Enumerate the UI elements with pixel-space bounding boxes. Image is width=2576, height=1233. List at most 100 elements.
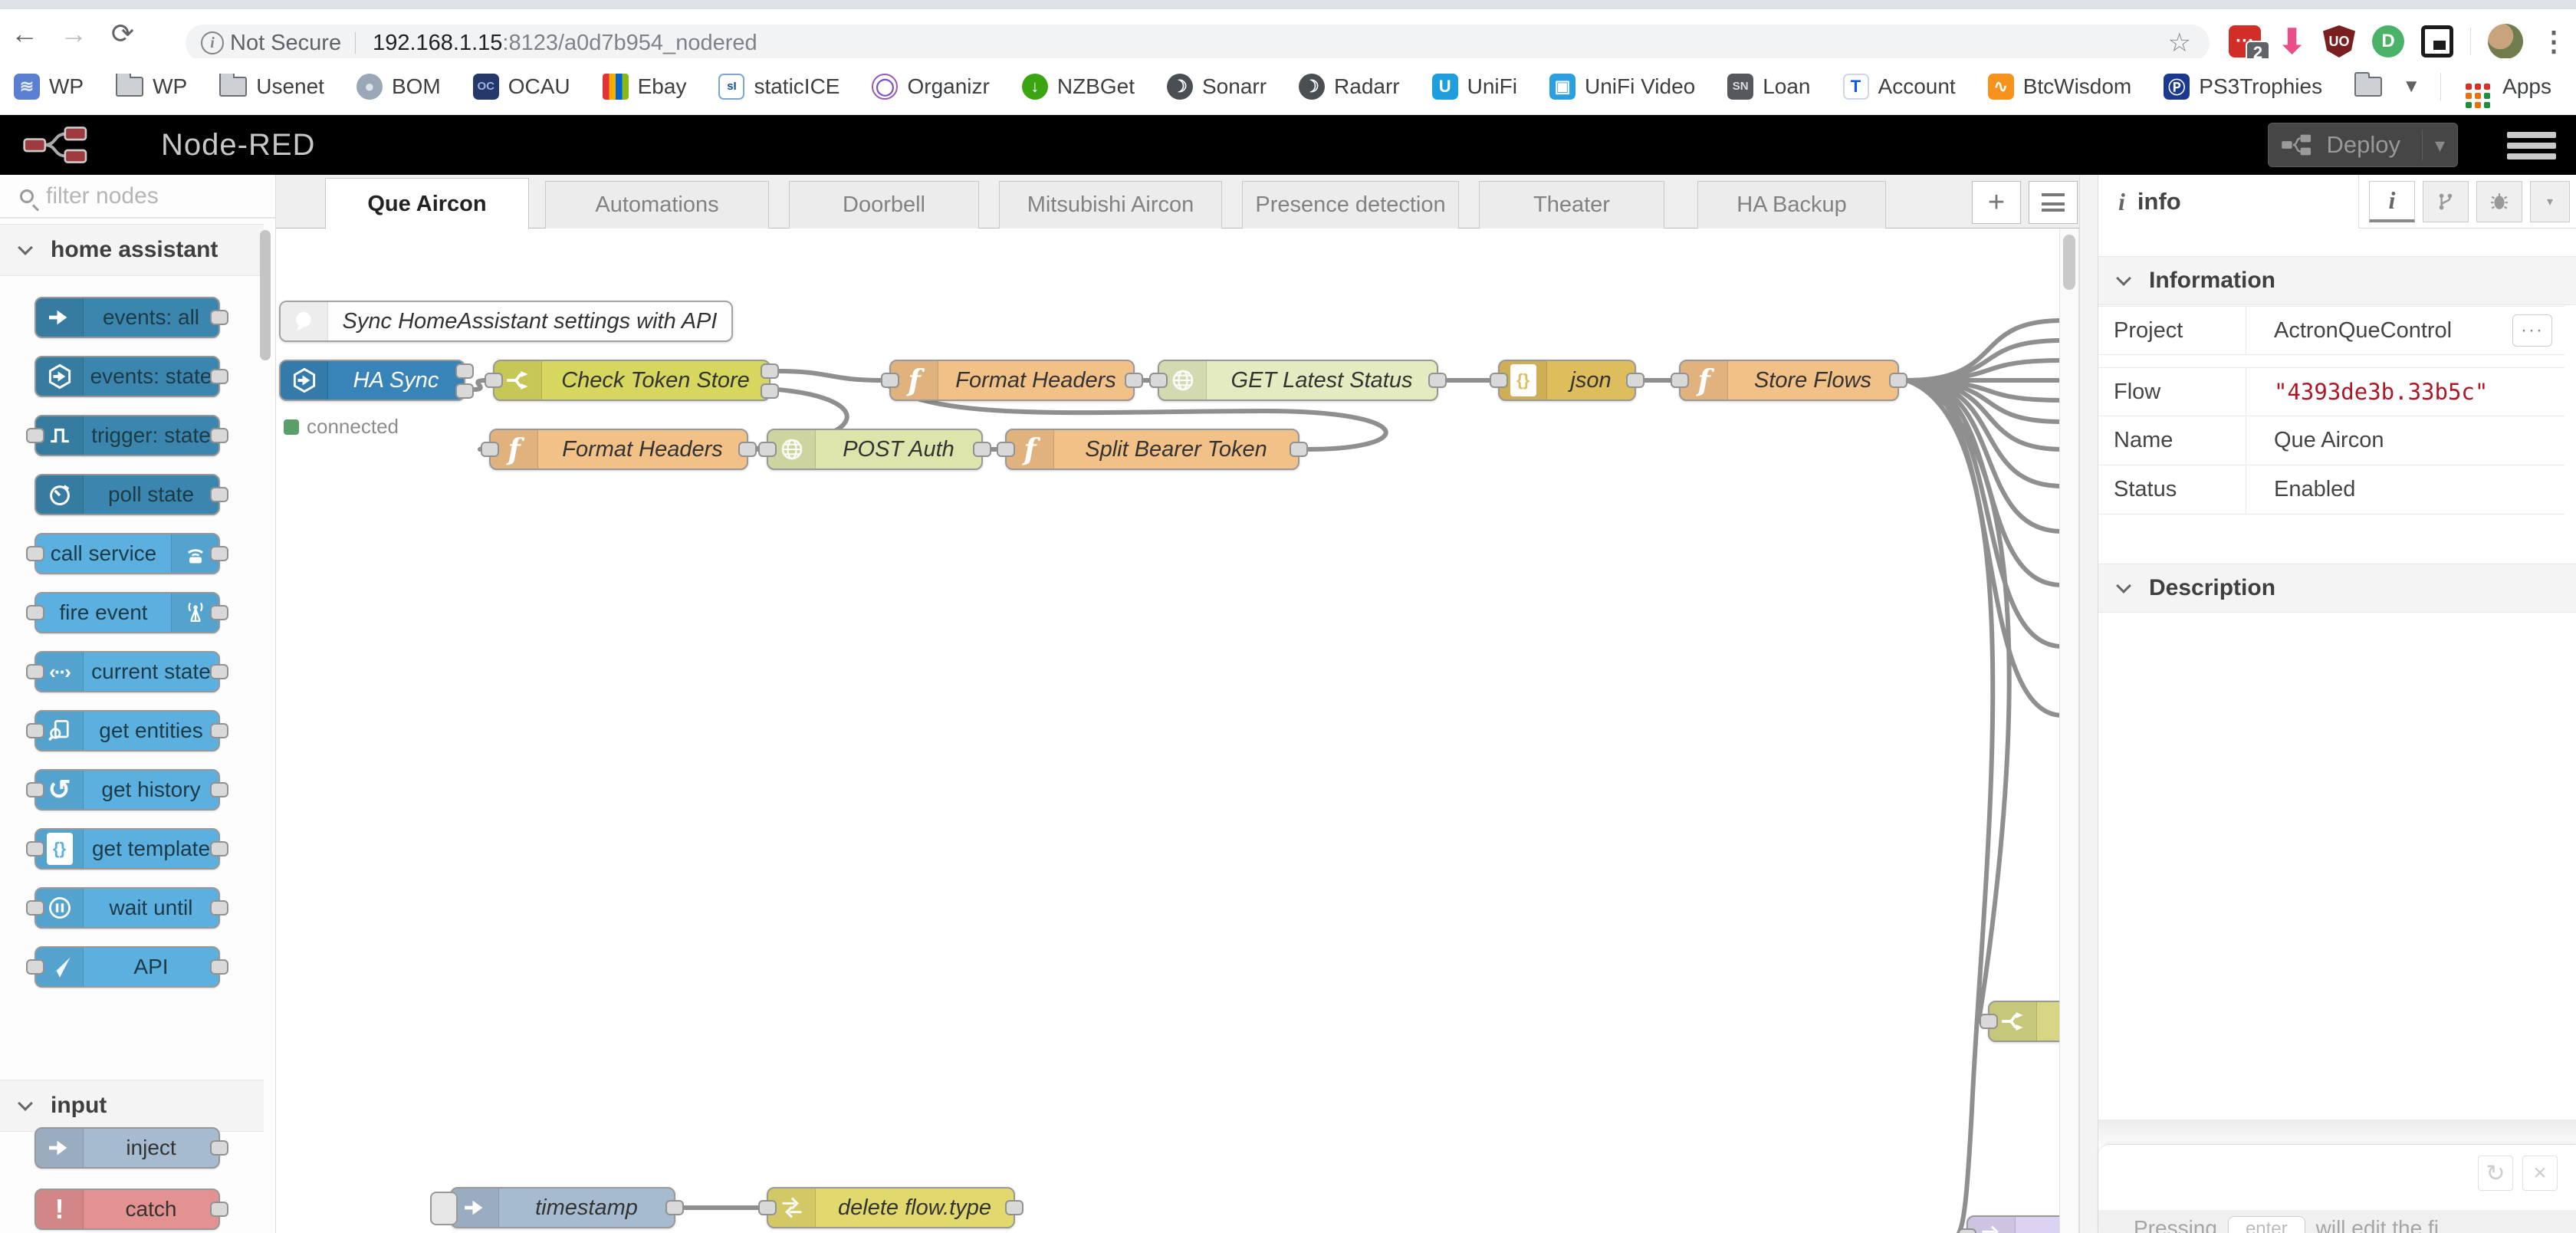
input-port[interactable] [1958, 1228, 1976, 1233]
palette-search[interactable]: filter nodes [0, 175, 275, 219]
flow-list-button[interactable] [2029, 181, 2078, 224]
output-port[interactable] [973, 442, 991, 457]
output-port[interactable] [1889, 373, 1907, 388]
bookmark-ebay[interactable]: Ebay [602, 73, 686, 100]
flow-tab-que-aircon[interactable]: Que Aircon [325, 178, 529, 229]
output-port[interactable] [210, 782, 228, 797]
output-port[interactable] [1626, 373, 1644, 388]
deploy-caret-icon[interactable]: ▾ [2434, 133, 2445, 156]
output-port-2[interactable] [455, 383, 474, 399]
input-port[interactable] [26, 664, 44, 679]
bookmarks-overflow-caret[interactable]: ▼ [2402, 75, 2421, 97]
palette-node-events-all[interactable]: events: all [34, 297, 228, 338]
close-icon[interactable]: × [2522, 1156, 2558, 1191]
bookmark-organizr[interactable]: ◯Organizr [872, 73, 990, 100]
canvas-node-get-latest[interactable]: GET Latest Status [1149, 360, 1447, 401]
browser-menu-icon[interactable]: ⋮ [2540, 25, 2568, 57]
canvas-node-json[interactable]: {}json [1490, 360, 1644, 401]
bookmark-star-icon[interactable]: ☆ [2167, 28, 2191, 58]
apps-grid-icon[interactable] [2466, 83, 2472, 90]
input-port[interactable] [26, 841, 44, 857]
picture-in-picture-extension-icon[interactable] [2421, 25, 2453, 58]
output-port[interactable] [1290, 442, 1308, 457]
flow-tab-theater[interactable]: Theater [1479, 181, 1664, 229]
input-port[interactable] [26, 605, 44, 620]
address-bar[interactable]: i Not Secure 192.168.1.15:8123/a0d7b954_… [186, 25, 2210, 61]
add-flow-button[interactable]: + [1972, 181, 2021, 224]
input-port[interactable] [1490, 373, 1508, 388]
input-port[interactable] [1671, 373, 1689, 388]
input-port[interactable] [481, 442, 499, 457]
canvas-node-ha-sync[interactable]: HA Sync [279, 360, 474, 401]
apps-label[interactable]: Apps [2502, 74, 2551, 98]
output-port[interactable] [210, 841, 228, 857]
back-icon[interactable]: ← [11, 18, 38, 49]
output-port[interactable] [210, 664, 228, 679]
palette-node-get-entities[interactable]: get entities [26, 710, 228, 751]
input-port[interactable] [997, 442, 1015, 457]
tab-info[interactable]: i info [2098, 175, 2359, 229]
other-bookmarks-folder-icon[interactable] [2354, 71, 2383, 97]
project-more-button[interactable]: ··· [2512, 314, 2552, 347]
ublock-extension-icon[interactable]: UO [2323, 25, 2355, 58]
palette-node-inject[interactable]: inject [34, 1127, 228, 1169]
bookmark-usenet[interactable]: Usenet [219, 73, 324, 99]
input-port[interactable] [758, 1200, 777, 1215]
sidebar-more-tabs-button[interactable]: ▾ [2530, 181, 2570, 222]
sidebar-resize-divider[interactable] [2079, 175, 2098, 1233]
canvas-node-post-auth[interactable]: POST Auth [758, 429, 991, 470]
refresh-icon[interactable]: ↻ [2478, 1156, 2513, 1191]
canvas-node-check-token-store[interactable]: Check Token Store [485, 360, 779, 401]
flow-tab-mitsubishi-aircon[interactable]: Mitsubishi Aircon [999, 181, 1222, 229]
output-port[interactable] [210, 959, 228, 975]
flow-canvas[interactable]: Sync HomeAssistant settings with API HA S… [276, 229, 2059, 1233]
bookmark-btcwisdom[interactable]: ∿BtcWisdom [1987, 73, 2131, 100]
palette-node-poll-state[interactable]: poll state [34, 474, 228, 515]
flow-tab-doorbell[interactable]: Doorbell [789, 181, 979, 229]
bookmark-wp[interactable]: ≋WP [14, 73, 84, 100]
output-port[interactable] [210, 369, 228, 384]
palette-scrollbar[interactable] [260, 230, 271, 360]
bookmark-nzbget[interactable]: ↓NZBGet [1021, 73, 1135, 100]
canvas-scrollbar[interactable] [2059, 229, 2079, 1233]
output-port[interactable] [210, 487, 228, 502]
bookmark-bom[interactable]: ●BOM [356, 73, 441, 100]
canvas-node-comment[interactable]: Sync HomeAssistant settings with API [279, 301, 733, 342]
palette-node-events-state[interactable]: events: state [34, 356, 228, 397]
bookmark-sonarr[interactable]: ☽Sonarr [1167, 73, 1267, 100]
palette-node-current-state[interactable]: ‹··›current state [26, 651, 228, 692]
password-manager-extension-icon[interactable]: ···2 [2229, 25, 2271, 65]
output-port[interactable] [1125, 373, 1143, 388]
palette-section-input[interactable]: input [0, 1080, 264, 1132]
download-extension-icon[interactable]: ⬇ [2278, 22, 2306, 61]
output-port[interactable] [1428, 373, 1447, 388]
input-port[interactable] [26, 428, 44, 443]
bookmark-unifi-video[interactable]: ▣UniFi Video [1549, 73, 1695, 100]
palette-node-get-template[interactable]: {}get template [26, 828, 228, 870]
palette-node-catch[interactable]: !catch [34, 1189, 228, 1230]
output-port[interactable] [210, 605, 228, 620]
forward-icon[interactable]: → [60, 18, 87, 49]
sidebar-info-button[interactable]: i [2369, 181, 2415, 222]
canvas-node-delay-clip[interactable] [1958, 1215, 2059, 1233]
bookmark-radarr[interactable]: ☽Radarr [1299, 73, 1400, 100]
palette-node-fire-event[interactable]: fire event [26, 592, 228, 633]
output-port[interactable] [210, 310, 228, 325]
output-port[interactable] [738, 442, 757, 457]
input-port[interactable] [758, 442, 777, 457]
input-port[interactable] [1980, 1014, 1998, 1029]
information-section-header[interactable]: Information [2098, 256, 2576, 305]
bookmark-wp[interactable]: WP [116, 73, 187, 99]
flow-tab-automations[interactable]: Automations [545, 181, 769, 229]
output-port[interactable] [210, 546, 228, 561]
input-port[interactable] [485, 373, 503, 388]
